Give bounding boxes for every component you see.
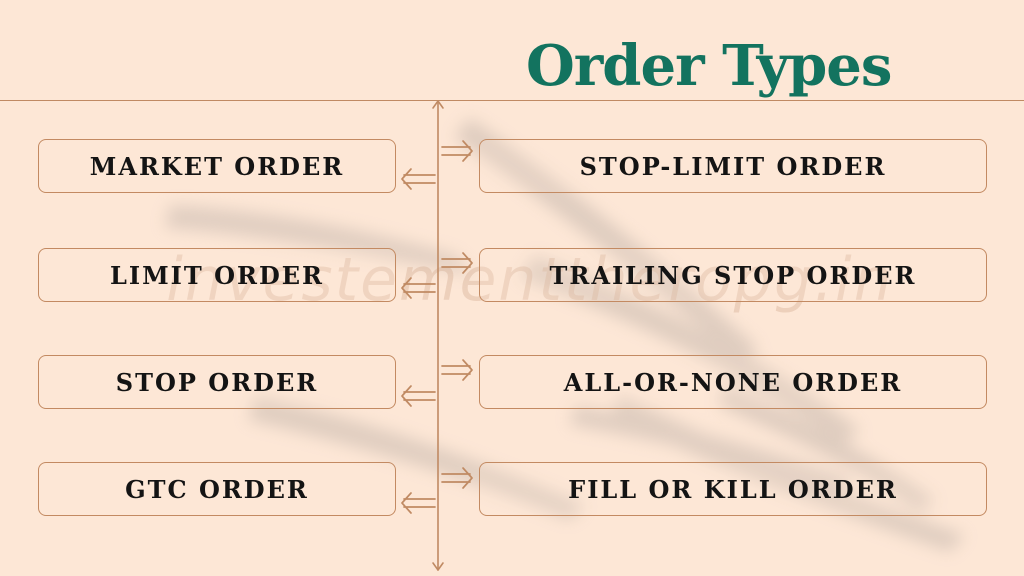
double-arrow-right-icon: [441, 359, 473, 381]
double-arrow-left-icon: [401, 385, 436, 407]
double-arrow-right-icon: [441, 140, 473, 162]
market-order-box: MARKET ORDER: [38, 139, 396, 193]
double-arrow-left-icon: [401, 168, 436, 190]
vertical-double-arrow-icon: [432, 100, 444, 571]
page-title: Order Types: [526, 33, 892, 99]
all-or-none-order-box: ALL-OR-NONE ORDER: [479, 355, 987, 409]
double-arrow-right-icon: [441, 467, 473, 489]
fill-or-kill-order-box: FILL OR KILL ORDER: [479, 462, 987, 516]
stop-limit-order-box: STOP-LIMIT ORDER: [479, 139, 987, 193]
header-divider-line: [0, 100, 1024, 101]
gtc-order-box: GTC ORDER: [38, 462, 396, 516]
double-arrow-left-icon: [401, 492, 436, 514]
double-arrow-left-icon: [401, 277, 436, 299]
double-arrow-right-icon: [441, 252, 473, 274]
stop-order-box: STOP ORDER: [38, 355, 396, 409]
limit-order-box: LIMIT ORDER: [38, 248, 396, 302]
trailing-stop-order-box: TRAILING STOP ORDER: [479, 248, 987, 302]
